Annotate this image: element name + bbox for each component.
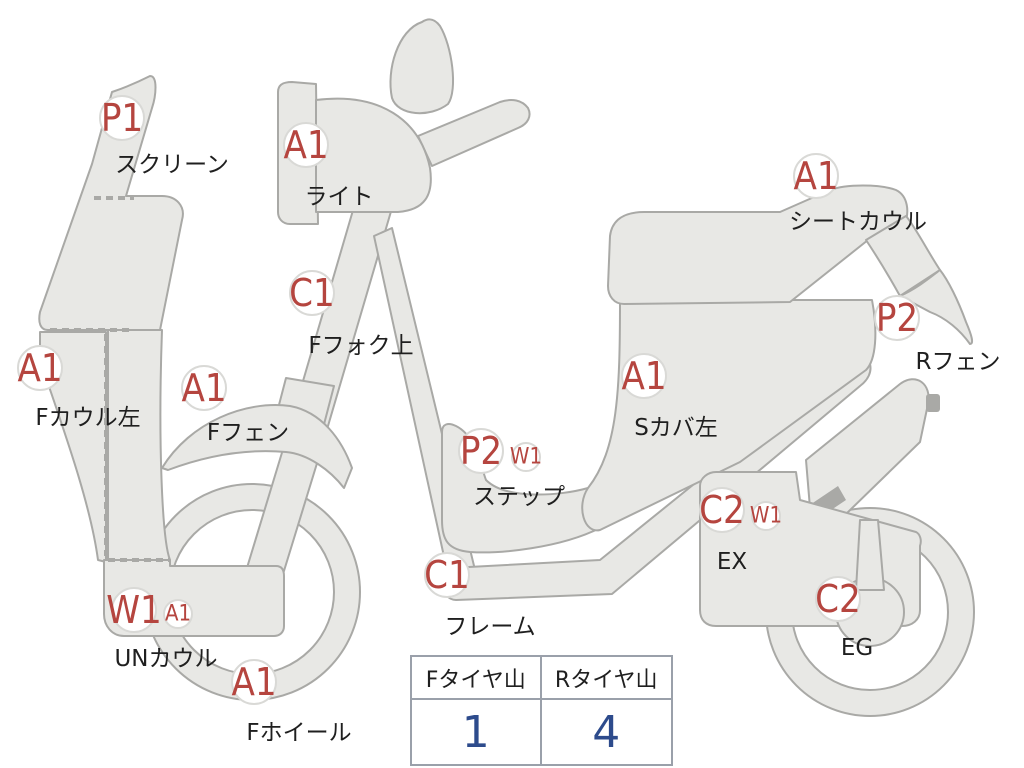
damage-badge-r-fender: P2 [874, 295, 920, 341]
grade-code: C2 [699, 488, 745, 532]
part-label-f-fender: Fフェン [207, 420, 289, 446]
damage-badge-frame: C1 [424, 552, 470, 598]
damage-badge-s-cover-left: A1 [621, 353, 667, 399]
grade-code: P2 [876, 296, 918, 340]
grade-code: A1 [621, 354, 666, 398]
grade-code-secondary: W1 [510, 445, 542, 470]
grade-code: A1 [17, 346, 62, 390]
part-label-screen: スクリーン [115, 152, 229, 178]
grade-code: A1 [283, 123, 328, 167]
damage-badge-light: A1 [283, 122, 329, 168]
damage-badge-f-fork-upper: C1 [289, 270, 335, 316]
part-label-engine: EG [841, 635, 873, 661]
damage-badge-screen: P1 [99, 95, 145, 141]
front-tire-value: 1 [412, 700, 542, 764]
part-label-step: ステップ [473, 484, 565, 510]
part-label-frame: フレーム [444, 614, 535, 640]
part-label-seat-cowl: シートカウル [789, 209, 927, 235]
part-label-f-cowl-left: Fカウル左 [35, 405, 140, 431]
damage-badge-engine: C2 [815, 576, 861, 622]
damage-badge-exhaust: C2 W1 [699, 487, 782, 533]
grade-code: C1 [289, 271, 335, 315]
front-tire-header: Fタイヤ山 [412, 657, 542, 700]
grade-code: C2 [815, 577, 861, 621]
damage-badge-seat-cowl: A1 [793, 153, 839, 199]
handlebar-shape [417, 99, 531, 167]
step-floor-shape [441, 423, 601, 554]
scooter-silhouette [38, 18, 975, 717]
damage-badge-f-cowl-left: A1 [17, 345, 63, 391]
grade-code: A1 [181, 366, 226, 410]
part-label-under-cowl: UNカウル [114, 646, 217, 672]
damage-badge-f-fender: A1 [181, 365, 227, 411]
part-label-r-fender: Rフェン [916, 349, 1001, 375]
grade-code-secondary: A1 [165, 602, 191, 627]
rear-tire-value: 4 [592, 706, 621, 758]
part-label-f-wheel: Fホイール [246, 720, 351, 746]
damage-badge-f-wheel: A1 [231, 659, 277, 705]
damage-badge-step: P2 W1 [458, 428, 542, 474]
rear-tire-header: Rタイヤ山 [541, 657, 671, 700]
exhaust-end-shape [926, 394, 940, 412]
cowl-seams [50, 196, 170, 562]
grade-code: A1 [793, 154, 838, 198]
grade-code: P1 [101, 96, 143, 140]
part-label-exhaust: EX [717, 549, 748, 575]
mirror-shape [389, 18, 454, 115]
part-label-f-fork-upper: Fフォク上 [308, 333, 413, 359]
grade-code-secondary: W1 [750, 504, 782, 529]
front-cowl-shape [38, 75, 184, 563]
part-label-light: ライト [305, 184, 374, 210]
grade-code: W1 [106, 588, 162, 632]
damage-badge-under-cowl: W1 A1 [106, 587, 193, 633]
part-label-s-cover-left: Sカバ左 [634, 415, 718, 441]
tire-tread-table: Fタイヤ山 Rタイヤ山 1 4 [410, 655, 673, 766]
seat-shape [607, 184, 974, 345]
grade-code: P2 [460, 429, 502, 473]
grade-code: C1 [424, 553, 470, 597]
headlight-shape [277, 81, 432, 225]
grade-code: A1 [231, 660, 276, 704]
front-fender-shape [161, 404, 353, 489]
damage-badges: P1 スクリーン A1 ライト A1 シートカウル C1 Fフォク上 P2 Rフ… [17, 95, 1001, 746]
